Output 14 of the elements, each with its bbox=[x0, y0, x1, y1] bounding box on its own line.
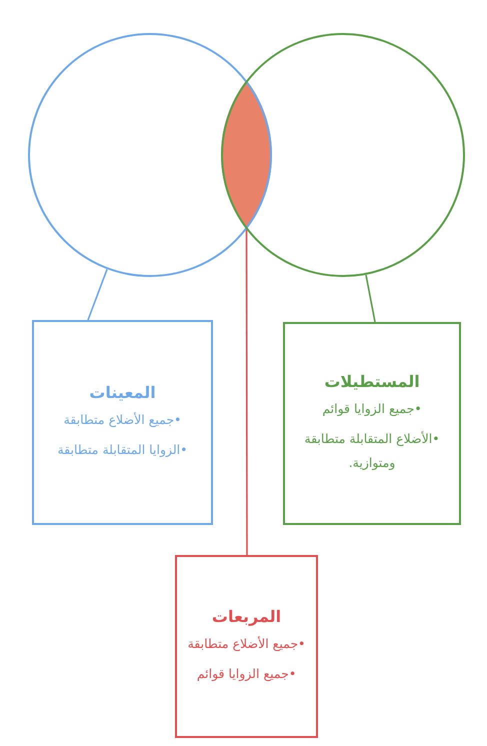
bullet-text: •جميع الزوايا قوائم bbox=[196, 665, 296, 683]
category-box bbox=[175, 555, 318, 738]
leader-line bbox=[87, 268, 108, 320]
box-heading: المربعات bbox=[212, 607, 282, 626]
bullet-text: •جميع الزوايا قوائم bbox=[322, 400, 422, 418]
bullet-text: •الزوايا المتقابلة متطابقة bbox=[57, 441, 188, 459]
leader-line bbox=[365, 274, 376, 322]
category-box bbox=[32, 320, 213, 525]
bullet-text: •جميع الأضلاع متطابقة bbox=[188, 635, 306, 654]
bullet-text: •الأضلاع المتقابلة متطابقة ومتوازية. bbox=[303, 430, 441, 472]
category-box bbox=[283, 322, 461, 525]
bullet-text: •جميع الأضلاع متطابقة bbox=[64, 411, 182, 430]
box-heading: المستطيلات bbox=[324, 372, 420, 392]
box-heading: المعينات bbox=[89, 383, 156, 402]
